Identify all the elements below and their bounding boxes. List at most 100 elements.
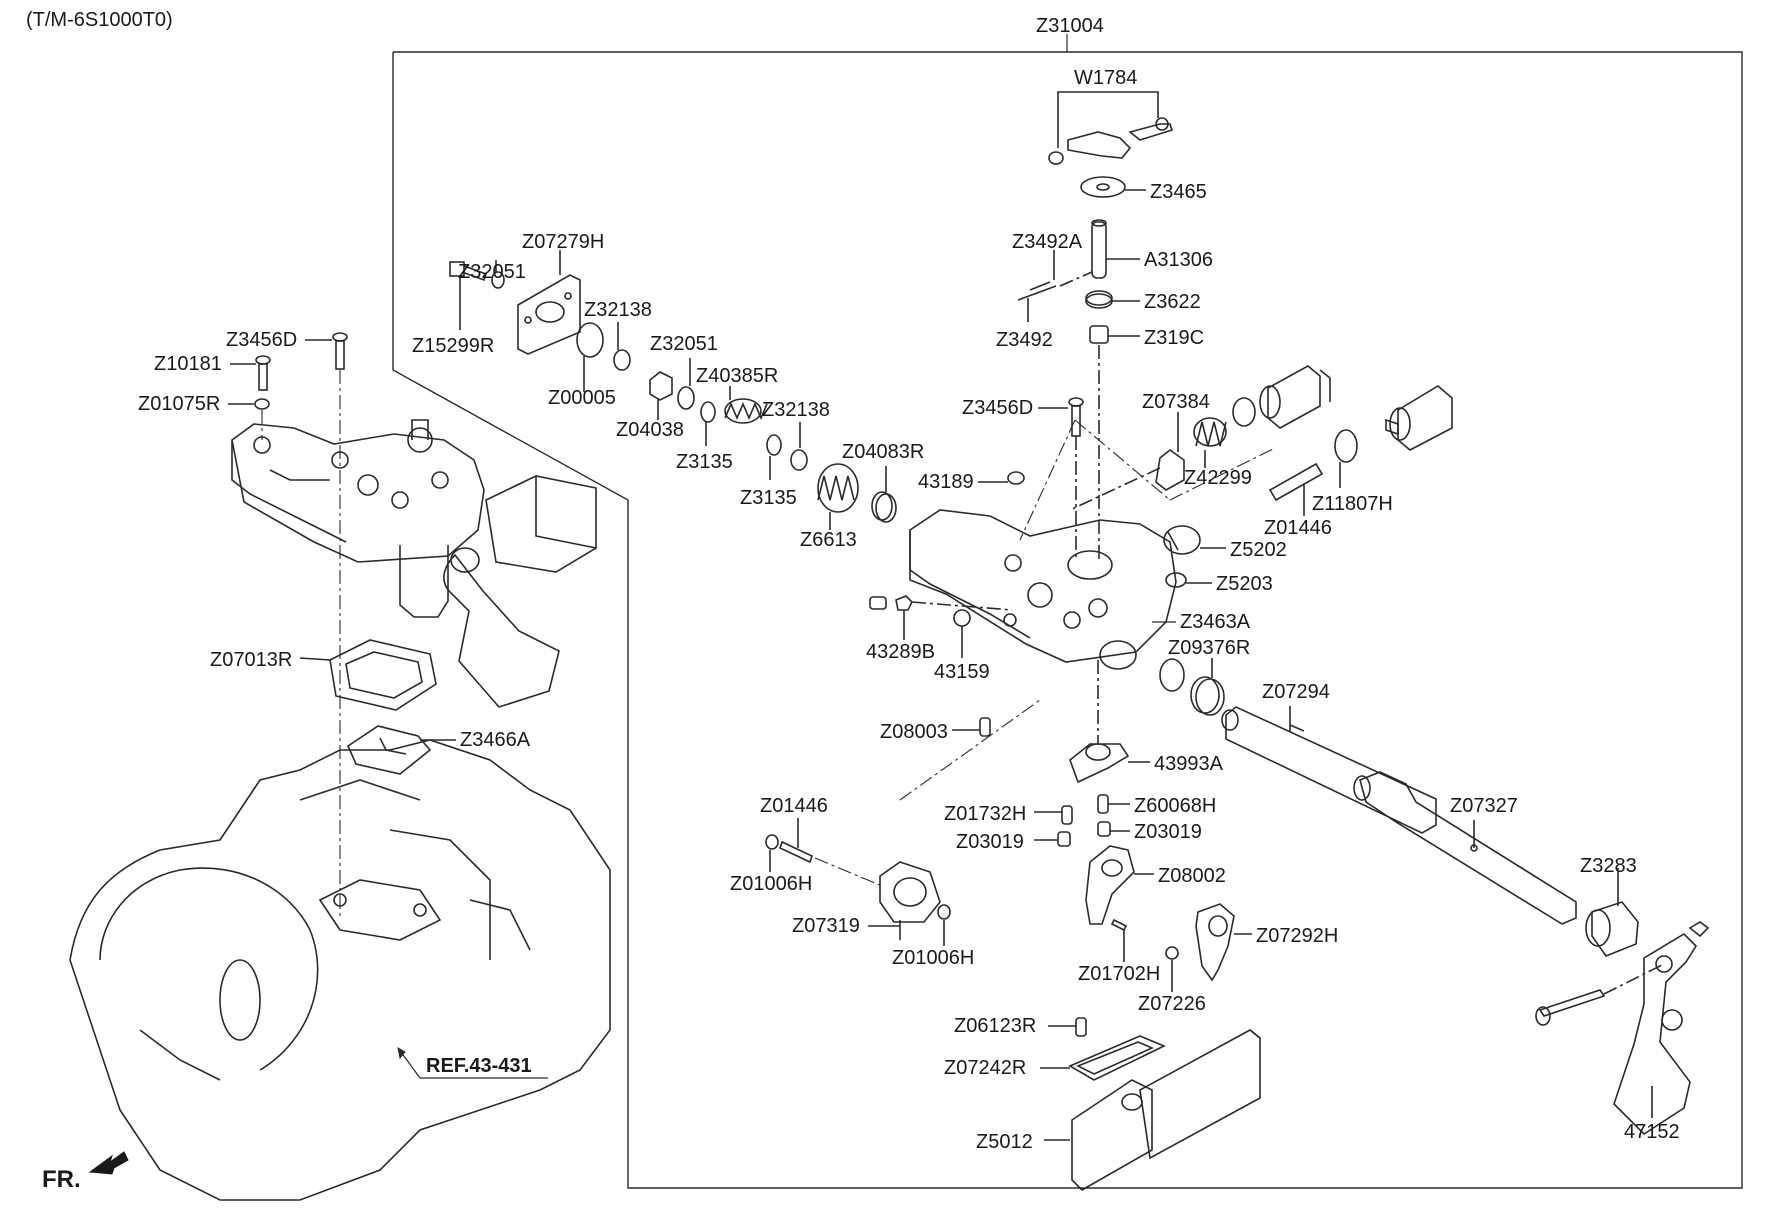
pin-z06123r: [1048, 1017, 1087, 1037]
spring-z42299: [1193, 417, 1227, 468]
bolt-z15299r: [449, 260, 505, 330]
lever-z08002: [1085, 845, 1154, 925]
label-Z01446-lower: Z01446: [760, 795, 828, 817]
pin-z3492: [1017, 250, 1093, 322]
pin-z01732h: [1034, 805, 1073, 825]
label-Z3463A: Z3463A: [1180, 611, 1251, 633]
shaft-z07327: [1353, 771, 1577, 925]
seal-z09376r: [1159, 658, 1225, 716]
label-Z07292H: Z07292H: [1256, 925, 1339, 947]
label-Z07242R: Z07242R: [944, 1057, 1027, 1079]
lever-47152: [1535, 921, 1710, 1136]
label-43289B: 43289B: [866, 641, 935, 663]
label-Z3456D-left: Z3456D: [226, 329, 298, 351]
label-Z319C: Z319C: [1144, 327, 1205, 349]
label-Z3622: Z3622: [1144, 291, 1201, 313]
label-Z07279H: Z07279H: [522, 231, 605, 253]
label-Z32051-upper: Z32051: [458, 261, 526, 283]
transmission-case: [69, 739, 611, 1201]
label-Z11807H: Z11807H: [1312, 493, 1393, 515]
front-label: FR.: [42, 1166, 81, 1193]
model-code: (T/M-6S1000T0): [26, 9, 173, 31]
nut-z07226: [1165, 946, 1179, 992]
label-Z6613: Z6613: [800, 529, 857, 551]
spring-z40385r: [724, 386, 768, 424]
label-Z01075R: Z01075R: [138, 393, 221, 415]
actuator-housing-left: [231, 419, 597, 708]
plunger-z07384: [1069, 412, 1185, 511]
washer-z01075r: [228, 398, 270, 410]
clip-z01006h-b: [937, 904, 951, 946]
ref-label: REF.43-431: [426, 1055, 532, 1077]
label-Z07226: Z07226: [1138, 993, 1206, 1015]
spring-z6613: [817, 463, 859, 530]
bushing-z3283: [1585, 868, 1639, 957]
lever-z07292h: [1195, 903, 1252, 982]
label-Z01702H: Z01702H: [1078, 963, 1161, 985]
oring-z11807h: [1334, 429, 1358, 488]
shaft-z07294: [1221, 706, 1437, 834]
label-Z32138-upper: Z32138: [584, 299, 652, 321]
label-Z03019-b: Z03019: [1134, 821, 1202, 843]
label-Z3283: Z3283: [1580, 855, 1637, 877]
label-Z06123R: Z06123R: [954, 1015, 1037, 1037]
label-Z01446-upper: Z01446: [1264, 517, 1332, 539]
actuator-z5012: [1044, 1029, 1261, 1191]
washer-z3465: [1080, 176, 1146, 198]
seal-z04083r: [871, 466, 897, 523]
label-A31306: A31306: [1144, 249, 1213, 271]
lever-43993a: [1069, 660, 1150, 784]
pin-z01446-upper: [1268, 462, 1324, 516]
label-Z01006H-a: Z01006H: [730, 873, 813, 895]
label-Z32138-lower: Z32138: [762, 399, 830, 421]
label-Z07384: Z07384: [1142, 391, 1210, 413]
oring-upper: [1232, 397, 1256, 427]
bracket-w1784: [1048, 91, 1174, 165]
bolt-z10181: [230, 355, 271, 391]
label-43189: 43189: [918, 471, 974, 493]
shift-housing-center: [909, 509, 1177, 670]
label-Z3456D-right: Z3456D: [962, 397, 1034, 419]
label-Z32051-lower: Z32051: [650, 333, 718, 355]
ref-leader: [397, 1047, 548, 1079]
plug-43289b: [869, 595, 1013, 640]
bushing-z319c: [1089, 325, 1140, 560]
cylinder-right: [1385, 385, 1453, 451]
label-Z07327: Z07327: [1450, 795, 1518, 817]
label-Z60068H: Z60068H: [1134, 795, 1217, 817]
label-Z15299R: Z15299R: [412, 335, 495, 357]
ring-z32138-upper: [613, 322, 631, 371]
label-43159: 43159: [934, 661, 990, 683]
label-Z5202: Z5202: [1230, 539, 1287, 561]
label-Z40385R: Z40385R: [696, 365, 779, 387]
label-Z04083R: Z04083R: [842, 441, 925, 463]
label-Z07319: Z07319: [792, 915, 860, 937]
label-Z08002: Z08002: [1158, 865, 1226, 887]
pin-z08003: [952, 717, 991, 737]
bushing-z04038: [649, 371, 673, 420]
label-Z3135-b: Z3135: [740, 487, 797, 509]
clip-z01006h-a: [765, 834, 779, 872]
label-Z3135-a: Z3135: [676, 451, 733, 473]
label-Z42299: Z42299: [1184, 467, 1252, 489]
label-Z3492: Z3492: [996, 329, 1053, 351]
ring-z32138-lower: [790, 422, 808, 471]
label-Z03019-a: Z03019: [956, 831, 1024, 853]
label-Z01732H: Z01732H: [944, 803, 1027, 825]
label-Z07013R: Z07013R: [210, 649, 293, 671]
plug-z5202: [1163, 525, 1226, 555]
washer-z32051-lower: [677, 358, 695, 410]
gasket-z07242r: [1040, 1035, 1166, 1081]
oring-z00005: [576, 322, 604, 392]
label-47152: 47152: [1624, 1121, 1680, 1143]
label-Z3466A: Z3466A: [460, 729, 531, 751]
fork-z07319: [868, 861, 941, 940]
label-Z5203: Z5203: [1216, 573, 1273, 595]
bushing-z03019-a: [1034, 831, 1071, 847]
bolt-z3456d-right: [1038, 397, 1084, 560]
label-Z09376R: Z09376R: [1168, 637, 1251, 659]
seal-z3622: [1085, 290, 1140, 309]
label-Z08003: Z08003: [880, 721, 948, 743]
